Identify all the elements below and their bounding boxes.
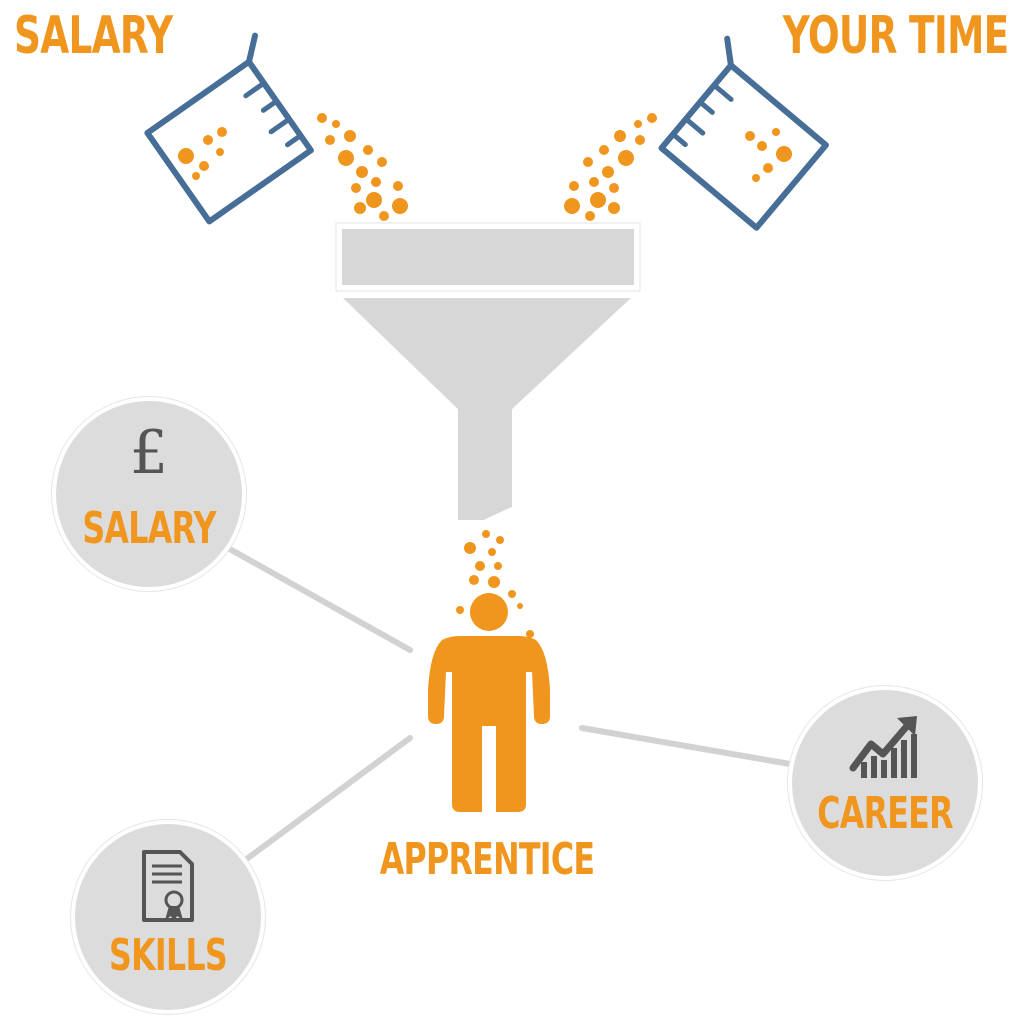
- connector-career: [579, 725, 793, 767]
- person-icon: [428, 593, 550, 812]
- career-benefit-circle: CAREER: [788, 686, 982, 880]
- salary-input-label: SALARY: [14, 6, 173, 66]
- left-pour-stream: [317, 113, 408, 221]
- salary-benefit-circle: £ SALARY: [52, 397, 246, 591]
- connector-skills: [245, 735, 413, 861]
- connector-salary: [225, 545, 413, 653]
- left-beaker-icon: [144, 32, 314, 225]
- pound-sign-icon: £: [129, 418, 169, 488]
- connector-lines: [225, 545, 793, 861]
- salary-benefit-label: SALARY: [82, 503, 216, 554]
- career-benefit-label: CAREER: [817, 788, 953, 839]
- skills-benefit-label: SKILLS: [108, 930, 228, 981]
- certificate-icon: [142, 850, 194, 922]
- left-beaker-dots: [178, 127, 227, 180]
- apprentice-label: APPRENTICE: [379, 834, 595, 885]
- right-beaker-dots: [745, 128, 792, 182]
- your-time-input-label: YOUR TIME: [782, 6, 1008, 66]
- funnel-icon: [335, 222, 641, 524]
- growth-chart-icon: [849, 716, 917, 778]
- right-beaker-icon: [658, 35, 829, 231]
- right-pour-stream: [564, 113, 657, 221]
- funnel-drip-dots: [456, 530, 534, 638]
- skills-benefit-circle: SKILLS: [71, 820, 265, 1014]
